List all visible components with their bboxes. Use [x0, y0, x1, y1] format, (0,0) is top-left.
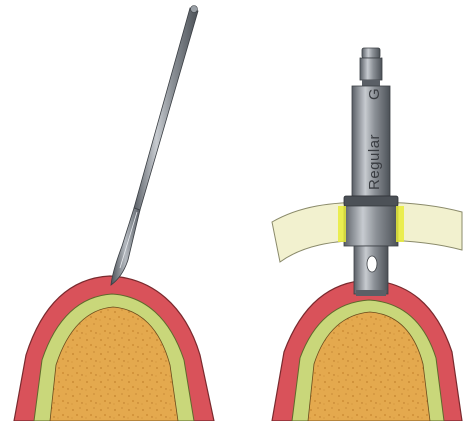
right-ridge-cross-section [272, 280, 462, 421]
punch-connector-top [362, 48, 380, 58]
scalpel-blade [111, 208, 140, 285]
right-panel: Regular G [272, 48, 462, 421]
punch-contact-right [396, 206, 404, 242]
left-ridge-cross-section [14, 276, 214, 421]
left-panel [14, 6, 214, 421]
punch-shaft-mark: G [366, 88, 383, 100]
punch-contact-left [338, 206, 346, 242]
scalpel-handle-tip [191, 6, 198, 13]
scalpel-icon [111, 6, 198, 286]
punch-window [367, 256, 377, 272]
punch-connector-notch [360, 58, 382, 80]
tissue-punch-icon: Regular G [338, 48, 404, 296]
punch-collar [344, 196, 398, 206]
punch-tip [356, 290, 386, 296]
punch-shaft-label: Regular [366, 134, 383, 190]
scalpel-handle [134, 8, 198, 210]
punch-body [344, 206, 398, 246]
punch-connector-groove [362, 80, 380, 86]
